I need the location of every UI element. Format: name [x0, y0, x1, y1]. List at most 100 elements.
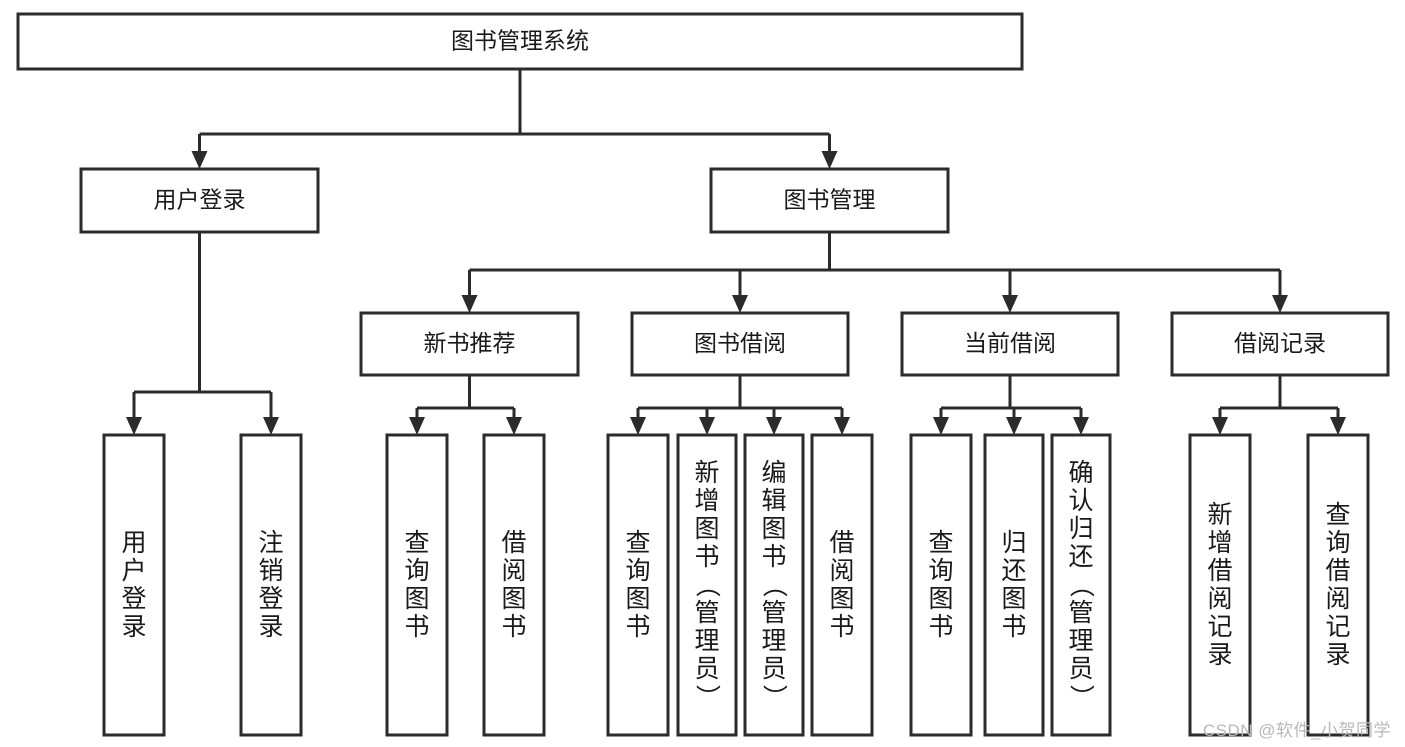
node-leaf-8-rect	[909, 433, 973, 737]
node-leaf-12-label-char: 录	[1325, 641, 1350, 669]
level3-branch-2-arrowhead	[1002, 295, 1018, 313]
leaf-branch-2-3-arrowhead	[834, 417, 850, 435]
node-leaf-5-label-char: 新	[694, 459, 719, 487]
node-leaf-11-label-char: 记	[1207, 613, 1232, 641]
node-leaf-11-label-char: 借	[1207, 557, 1232, 585]
node-leaf-10-label-char: 认	[1068, 487, 1093, 515]
node-leaf-10-label-char: 员	[1068, 655, 1093, 683]
level3-branch-1-arrowhead	[732, 295, 748, 313]
level2-branch-0-arrowhead	[191, 151, 208, 169]
node-leaf-4-rect	[606, 433, 670, 737]
node-level2-1[interactable]: 图书管理	[709, 167, 950, 234]
node-leaf-11-rect	[1188, 433, 1252, 737]
node-leaf-12-label-char: 阅	[1325, 585, 1350, 613]
node-leaf-5-label-char: （	[693, 572, 721, 597]
node-leaf-0-label-char: 登	[121, 585, 146, 613]
node-leaf-8-label-char: 询	[928, 557, 953, 585]
node-leaf-11-label-char: 新	[1207, 501, 1232, 529]
leaf-branch-1-1-arrowhead	[506, 417, 522, 435]
node-leaf-9-label-char: 书	[1001, 613, 1026, 641]
node-leaf-0-label-char: 户	[121, 557, 146, 585]
node-leaf-5-label-char: ）	[693, 684, 721, 709]
node-leaf-10-label-char: ）	[1067, 684, 1095, 709]
node-level3-3-label: 借阅记录	[1234, 330, 1326, 356]
node-root-system[interactable]: 图书管理系统	[16, 12, 1024, 71]
node-leaf-12-rect	[1306, 433, 1370, 737]
node-root-system-label: 图书管理系统	[451, 28, 589, 54]
leaf-branch-0-1-arrowhead	[263, 417, 279, 435]
leaf-branch-3-0-arrowhead	[933, 417, 949, 435]
node-level3-2-rect	[900, 311, 1120, 377]
node-leaf-0-rect	[102, 433, 166, 737]
node-leaf-7-rect	[810, 433, 874, 737]
node-leaf-2-label-char: 询	[404, 557, 429, 585]
node-leaf-12-label-char: 查	[1325, 501, 1350, 529]
node-level2-0[interactable]: 用户登录	[79, 167, 320, 234]
node-leaf-10-label-char: 确	[1068, 459, 1093, 487]
node-leaf-12-label-char: 借	[1325, 557, 1350, 585]
node-leaf-10-label-char: （	[1067, 572, 1095, 597]
node-leaf-3-label-char: 图	[501, 585, 526, 613]
node-leaf-5-rect	[676, 433, 738, 737]
node-leaf-10-label-char: 还	[1068, 543, 1093, 571]
node-level3-2[interactable]: 当前借阅	[900, 311, 1120, 377]
node-leaf-7-label-char: 阅	[829, 557, 854, 585]
node-leaf-5-label-char: 管	[694, 599, 719, 627]
node-leaf-0-label-char: 录	[121, 613, 146, 641]
node-level3-3-rect	[1170, 311, 1390, 377]
node-level3-0[interactable]: 新书推荐	[359, 311, 580, 377]
node-leaf-6-rect	[743, 433, 805, 737]
node-leaf-9-label-char: 图	[1001, 585, 1026, 613]
node-level3-0-rect	[359, 311, 580, 377]
node-level3-3[interactable]: 借阅记录	[1170, 311, 1390, 377]
node-level3-0-label: 新书推荐	[424, 330, 516, 356]
leaf-branch-4-1-arrowhead	[1330, 417, 1346, 435]
node-leaf-4-label-char: 询	[625, 557, 650, 585]
node-leaf-2-label-char: 书	[404, 613, 429, 641]
node-leaf-11-label-char: 录	[1207, 641, 1232, 669]
node-leaf-4-label-char: 图	[625, 585, 650, 613]
node-leaf-0[interactable]: 用户登录	[102, 433, 166, 737]
leaf-branch-1-0-arrowhead	[409, 417, 425, 435]
node-leaf-5-label-char: 增	[694, 487, 719, 515]
node-leaf-11-label-char: 阅	[1207, 585, 1232, 613]
leaf-branch-4-0-arrowhead	[1212, 417, 1228, 435]
node-leaf-6-label-char: 理	[761, 627, 786, 655]
node-leaf-6-label-char: 辑	[761, 487, 786, 515]
node-level3-1-rect	[630, 311, 850, 377]
node-leaf-1-label-char: 销	[258, 557, 283, 585]
node-leaf-2-label-char: 查	[404, 529, 429, 557]
node-level3-1[interactable]: 图书借阅	[630, 311, 850, 377]
node-leaf-7-label-char: 图	[829, 585, 854, 613]
node-leaf-0-label-char: 用	[121, 529, 146, 557]
node-leaf-3-label-char: 阅	[501, 557, 526, 585]
node-leaf-3-rect	[482, 433, 546, 737]
leaf-branch-0-0-arrowhead	[126, 417, 142, 435]
node-leaf-6-label-char: 书	[761, 543, 786, 571]
node-level2-0-label: 用户登录	[154, 187, 246, 213]
node-leaf-6-label-char: 员	[761, 655, 786, 683]
node-leaf-12-label-char: 记	[1325, 613, 1350, 641]
node-leaf-12-label-char: 询	[1325, 529, 1350, 557]
node-leaf-5-label-char: 理	[694, 627, 719, 655]
nodes-layer: 图书管理系统用户登录图书管理新书推荐图书借阅当前借阅借阅记录用户登录注销登录查询…	[16, 12, 1390, 737]
node-leaf-1-label-char: 登	[258, 585, 283, 613]
node-leaf-10-rect	[1050, 433, 1112, 737]
node-leaf-6-label-char: 编	[761, 459, 786, 487]
node-leaf-10-label-char: 归	[1068, 515, 1093, 543]
node-leaf-1-rect	[239, 433, 303, 737]
